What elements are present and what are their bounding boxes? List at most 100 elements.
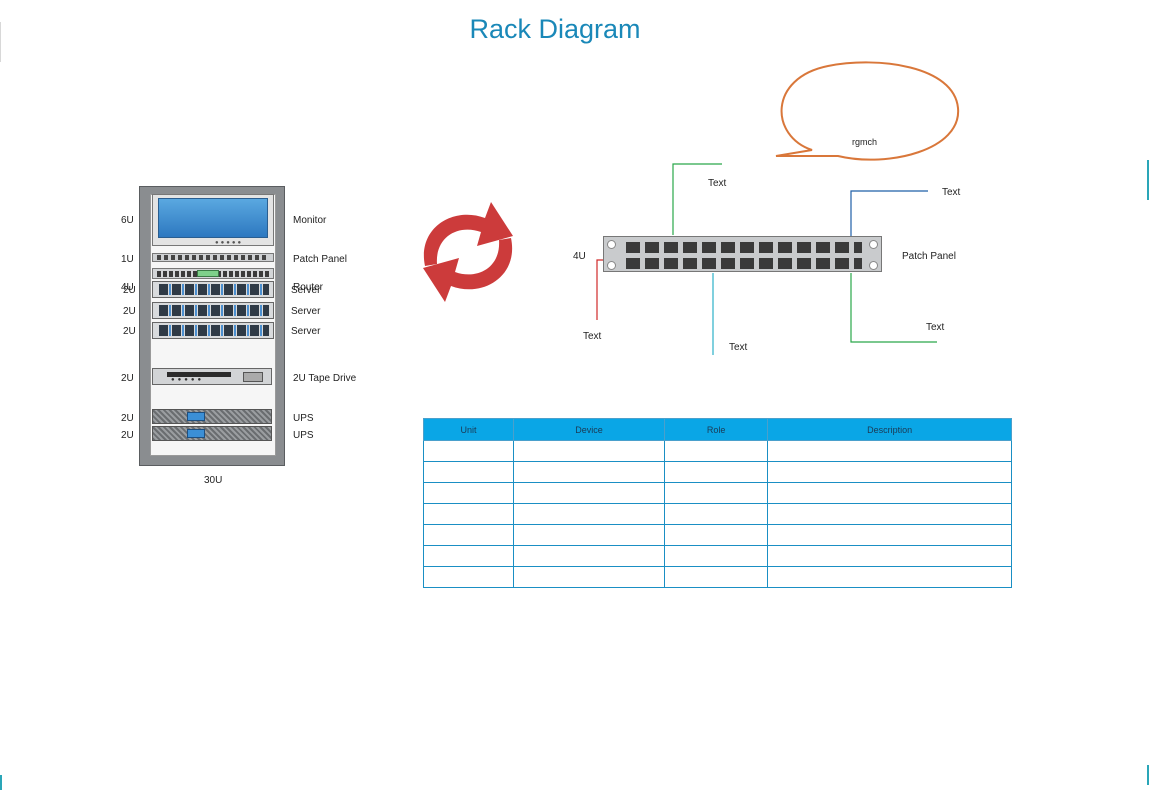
table-cell[interactable] [513,461,665,483]
mount-hole [869,261,878,270]
table-cell[interactable] [513,440,665,462]
table-header-cell: Description [767,418,1012,441]
refresh-arrows-icon[interactable] [413,188,523,316]
table-cell[interactable] [422,440,515,462]
ups-device[interactable] [152,409,272,424]
callout-text[interactable]: Text [926,322,945,333]
mount-hole [607,240,616,249]
table-cell[interactable] [513,545,665,567]
table-cell[interactable] [513,503,665,525]
table-cell[interactable] [767,440,1012,462]
patch-panel-device[interactable] [152,253,274,262]
rack-device-label: Patch Panel [293,254,347,265]
table-cell[interactable] [422,566,515,588]
table-cell[interactable] [767,482,1012,504]
server-device[interactable] [152,302,274,319]
right-edge-mark [1147,160,1149,200]
server-drive-bays [159,284,269,295]
table-header-cell: Unit [422,418,515,441]
rack-unit-label: 1U [121,254,134,265]
rack-device-label: Monitor [293,215,327,226]
table-row [422,482,1012,504]
table-cell[interactable] [663,503,769,525]
table-cell[interactable] [422,503,515,525]
rack-unit-label: 2U [123,285,136,296]
rack-unit-label: 4U [121,282,134,293]
table-cell[interactable] [513,482,665,504]
table-header-cell: Role [663,418,769,441]
callout-text[interactable]: Text [708,178,727,189]
table-header-cell: Device [513,418,665,441]
detail-device-label: Patch Panel [902,251,956,262]
rack-total-units: 30U [204,475,223,486]
router-device[interactable] [152,268,274,279]
table-cell[interactable] [422,482,515,504]
rack-unit-label: 2U [123,306,136,317]
table-cell[interactable] [767,566,1012,588]
table-cell[interactable] [513,524,665,546]
mount-hole [869,240,878,249]
table-cell[interactable] [422,461,515,483]
table-cell[interactable] [663,566,769,588]
left-edge-mark-bottom [0,775,2,790]
rack-device-label: Server [291,306,321,317]
table-cell[interactable] [767,503,1012,525]
server-drive-bays [159,325,269,336]
rack-device-label: Router [293,282,324,293]
refresh-arrow-lower [423,238,513,302]
page-title: Rack Diagram [469,14,641,44]
server-drive-bays [159,305,269,316]
table-cell[interactable] [767,545,1012,567]
table-cell[interactable] [663,524,769,546]
table-row [422,524,1012,546]
server-device[interactable] [152,281,274,298]
monitor-buttons: ●●●●● [215,240,244,246]
table-cell[interactable] [767,461,1012,483]
left-edge-mark [0,22,1,62]
rack-unit-label: 6U [121,215,134,226]
rack-unit-label: 2U [123,326,136,337]
callout-text[interactable]: Text [942,187,961,198]
monitor-device[interactable]: ●●●●● [152,194,274,246]
table-header-row: Unit Device Role Description [422,418,1012,441]
tape-buttons: ●●●●● [171,377,205,383]
ups-display [187,412,205,421]
rack-device-label: Server [291,285,321,296]
rack-unit-label: 2U [121,413,134,424]
tape-slot [167,372,231,377]
callout-line-top-right [850,190,928,236]
device-table: Unit Device Role Description [422,418,1012,588]
ups-device[interactable] [152,426,272,441]
table-cell[interactable] [663,461,769,483]
table-cell[interactable] [663,482,769,504]
table-cell[interactable] [663,440,769,462]
callout-line-left [596,259,603,320]
patch-panel-detail[interactable] [603,236,882,272]
refresh-arrow-upper [423,202,513,266]
table-cell[interactable] [422,545,515,567]
table-row [422,461,1012,483]
rack-unit-label: 2U [121,430,134,441]
callout-text[interactable]: Text [729,342,748,353]
right-edge-mark-bottom [1147,765,1149,785]
ups-display [187,429,205,438]
table-row [422,545,1012,567]
server-device[interactable] [152,322,274,339]
callout-text[interactable]: Text [583,331,602,342]
router-display [197,270,219,277]
tape-drive-device[interactable]: ●●●●● [152,368,272,385]
patch-panel-port-row [626,242,862,253]
monitor-screen [158,198,268,238]
table-cell[interactable] [422,524,515,546]
table-row [422,566,1012,588]
rack-device-label: Server [291,326,321,337]
rack-device-label: UPS [293,430,314,441]
speech-bubble[interactable] [768,58,964,168]
tape-panel [243,372,263,382]
patch-panel-ports [157,255,269,260]
table-cell[interactable] [663,545,769,567]
table-cell[interactable] [767,524,1012,546]
rack-unit-label: 2U [121,373,134,384]
table-cell[interactable] [513,566,665,588]
